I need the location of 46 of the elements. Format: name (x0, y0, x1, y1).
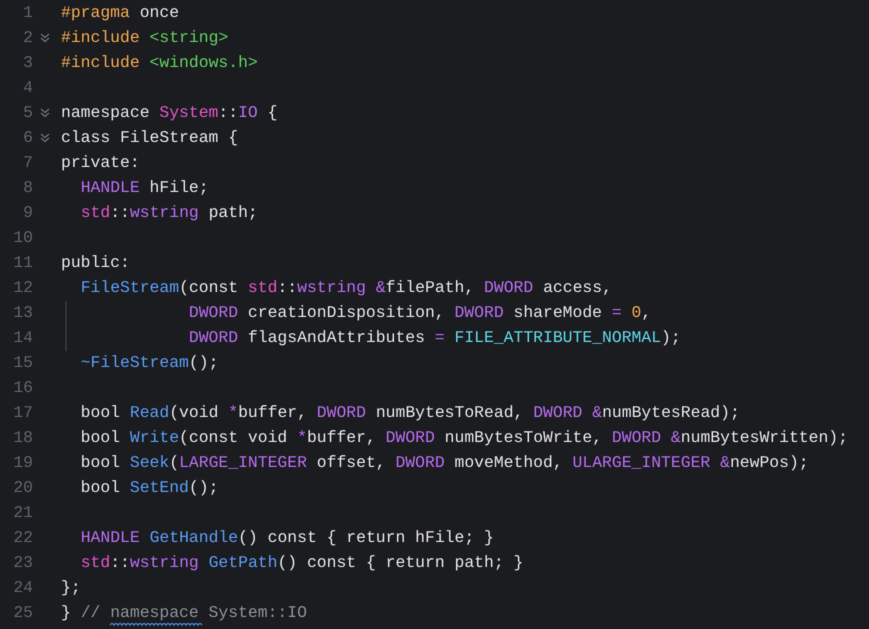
line-number: 2 (22, 28, 33, 48)
code-line: DWORD creationDisposition, DWORD shareMode = 0, (188, 303, 652, 323)
line-number: 15 (12, 353, 33, 373)
code-line: }; (61, 578, 81, 598)
code-line: } // namespace System::IO (61, 603, 307, 623)
line-number: 19 (12, 453, 33, 473)
line-number: 7 (22, 153, 33, 173)
code-line: #pragma once (61, 3, 180, 23)
code-line: ~FileStream(); (80, 353, 218, 373)
line-number: 18 (12, 428, 33, 448)
line-number: 5 (22, 103, 33, 123)
line-number: 13 (12, 303, 33, 323)
line-number: 20 (12, 478, 33, 498)
code-line: HANDLE GetHandle() const { return hFile; } (80, 528, 494, 548)
code-line: std::wstring GetPath() const { return path; } (80, 553, 524, 573)
code-line: std::wstring path; (80, 203, 258, 223)
code-line: bool Write(const void *buffer, DWORD numBytesToWrite, DWORD &numBytesWritten); (80, 428, 848, 448)
code-line: bool Seek(LARGE_INTEGER offset, DWORD moveMethod, ULARGE_INTEGER &newPos); (80, 453, 809, 473)
line-number: 16 (12, 378, 33, 398)
line-number: 25 (12, 603, 33, 623)
code-line: private: (61, 153, 140, 173)
line-number: 6 (22, 128, 33, 148)
line-number: 24 (12, 578, 33, 598)
line-number: 12 (12, 278, 33, 298)
line-number: 14 (12, 328, 33, 348)
line-number: 1 (22, 3, 33, 23)
code-line: HANDLE hFile; (80, 178, 209, 198)
code-line: DWORD flagsAndAttributes = FILE_ATTRIBUTE_NORMAL); (188, 328, 681, 348)
line-number: 3 (22, 53, 33, 73)
line-number: 17 (12, 403, 33, 423)
line-number: 11 (12, 253, 33, 273)
line-number: 4 (22, 78, 33, 98)
code-line: public: (61, 253, 130, 273)
code-line: namespace System::IO { (61, 103, 278, 123)
code-line: FileStream(const std::wstring &filePath, DWORD access, (80, 278, 612, 298)
line-number: 8 (22, 178, 33, 198)
code-line: bool SetEnd(); (80, 478, 218, 498)
code-line: #include <windows.h> (61, 53, 258, 73)
line-number: 22 (12, 528, 33, 548)
code-line: bool Read(void *buffer, DWORD numBytesToRead, DWORD &numBytesRead); (80, 403, 740, 423)
line-number: 9 (22, 203, 33, 223)
line-number: 23 (12, 553, 33, 573)
line-number: 21 (12, 503, 33, 523)
code-line: #include <string> (61, 28, 228, 48)
code-line: class FileStream { (61, 128, 238, 148)
line-number: 10 (12, 228, 33, 248)
